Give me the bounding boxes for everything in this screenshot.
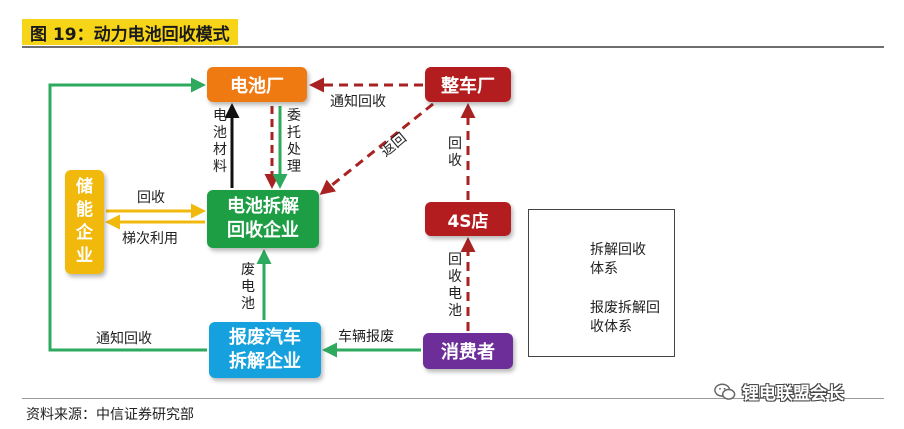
legend-box bbox=[528, 209, 675, 357]
watermark-text: 锂电联盟会长 bbox=[742, 384, 844, 404]
label-waste-battery: 废电池 bbox=[241, 262, 255, 312]
dealer-4s-node: 4S店 bbox=[425, 202, 511, 236]
label-vehicle-scrap: 车辆报废 bbox=[338, 329, 394, 345]
battery-factory-node: 电池厂 bbox=[207, 67, 307, 102]
label-recycle-to-storage: 回收 bbox=[137, 190, 165, 206]
label-recycle-4s-to-oem: 回收 bbox=[448, 136, 462, 169]
energy-storage-label: 储能企业 bbox=[76, 177, 93, 266]
arrow-scrap-to-battery bbox=[48, 77, 207, 352]
consumer-node: 消费者 bbox=[423, 333, 513, 369]
wechat-icon bbox=[714, 382, 736, 400]
label-entrusted-processing: 委托处理 bbox=[287, 108, 301, 175]
scrap-car-dismantle-node: 报废汽车拆解企业 bbox=[209, 322, 321, 378]
title-rule bbox=[22, 46, 884, 48]
arrow-oem-to-dismantle bbox=[319, 102, 434, 195]
oem-node: 整车厂 bbox=[425, 67, 511, 102]
battery-dismantle-recycle-node: 电池拆解回收企业 bbox=[207, 190, 319, 248]
label-echelon-use: 梯次利用 bbox=[122, 231, 178, 247]
label-notify-recycle-left: 通知回收 bbox=[96, 331, 152, 347]
label-battery-material: 电池材料 bbox=[213, 108, 227, 175]
legend-dashed-label: 拆解回收体系 bbox=[590, 242, 646, 277]
legend-solid-label: 报废拆解回收体系 bbox=[590, 300, 660, 335]
scrap-car-dismantle-label: 报废汽车拆解企业 bbox=[229, 327, 301, 372]
label-recycle-battery-consumer: 回收电池 bbox=[448, 252, 462, 319]
source-note: 资料来源：中信证券研究部 bbox=[26, 407, 194, 423]
battery-dismantle-recycle-label: 电池拆解回收企业 bbox=[227, 196, 299, 241]
figure-title: 图 19：动力电池回收模式 bbox=[22, 19, 238, 45]
watermark: 锂电联盟会长 bbox=[714, 379, 844, 404]
energy-storage-node: 储能企业 bbox=[65, 170, 104, 274]
label-notify-recycle-top: 通知回收 bbox=[330, 94, 386, 110]
source-rule bbox=[22, 398, 884, 399]
